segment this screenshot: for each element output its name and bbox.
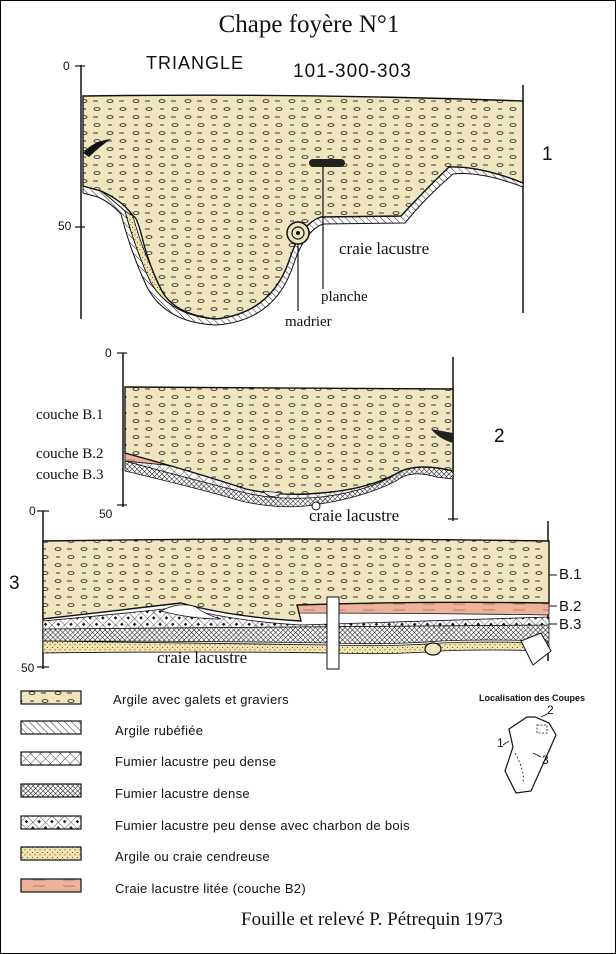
figure-subtitle: TRIANGLE [146,53,245,73]
legend-label-pebbles: Argile avec galets et graviers [113,692,289,707]
legend-label-crosshatch-light: Fumier lacustre peu dense [115,754,277,769]
section-1-depth-zero: 0 [63,59,70,73]
figure-credit: Fouille et relevé P. Pétrequin 1973 [241,909,503,930]
legend-swatch-dots [20,846,82,861]
legend-label-pink: Craie lacustre litée (couche B2) [115,881,306,896]
section-1-number: 1 [542,144,553,165]
legend-swatch-pink [20,878,82,893]
legend-swatch-crosshatch-light [20,751,82,766]
location-label-2: 2 [547,703,554,717]
section-3-depth-fifty: 50 [21,661,35,675]
legend-swatches [20,690,82,893]
legend-label-crosshatch-charcoal: Fumier lacustre peu dense avec charbon d… [115,818,410,833]
section-3-b2-label: B.2 [559,598,582,615]
location-title: Localisation des Coupes [479,693,586,703]
figure-codes: 101-300-303 [293,61,412,82]
section-1-craie-label: craie lacustre [339,239,430,258]
legend-label-dots: Argile ou craie cendreuse [115,849,270,864]
madrier-label: madrier [285,314,332,330]
section-3-number: 3 [9,573,20,594]
couche-b1-label: couche B.1 [36,407,104,423]
figure-title: Chape foyère N°1 [218,11,400,38]
location-label-1: 1 [497,736,504,750]
planche-label: planche [321,289,368,305]
legend-swatch-pebbles [20,690,82,705]
section-3-craie-label: craie lacustre [157,648,248,667]
section-1-profile [75,65,524,326]
couche-b3-label: couche B.3 [36,467,104,483]
section-3-b3-label: B.3 [559,616,582,633]
section-3-b1-label: B.1 [559,566,582,583]
section-2-depth-zero: 0 [105,346,112,360]
section-3-depth-zero: 0 [29,504,36,518]
location-sketch [502,712,557,794]
section-1-depth-fifty: 50 [58,219,72,233]
section-2-craie-label: craie lacustre [309,506,400,525]
legend-swatch-hatch [20,720,82,735]
couche-b2-label: couche B.2 [36,446,104,462]
planche-beam [309,159,345,167]
legend-label-crosshatch-dense: Fumier lacustre dense [115,786,250,801]
section-2-profile [117,352,458,521]
section-3-profile [37,510,557,670]
section-2-depth-fifty: 50 [99,507,113,521]
location-label-3: 3 [542,753,549,767]
legend-label-hatch: Argile rubéfiée [115,723,204,738]
legend-swatch-crosshatch-charcoal [20,815,82,830]
legend-swatch-crosshatch-dense [20,783,82,798]
section-2-number: 2 [494,426,505,447]
